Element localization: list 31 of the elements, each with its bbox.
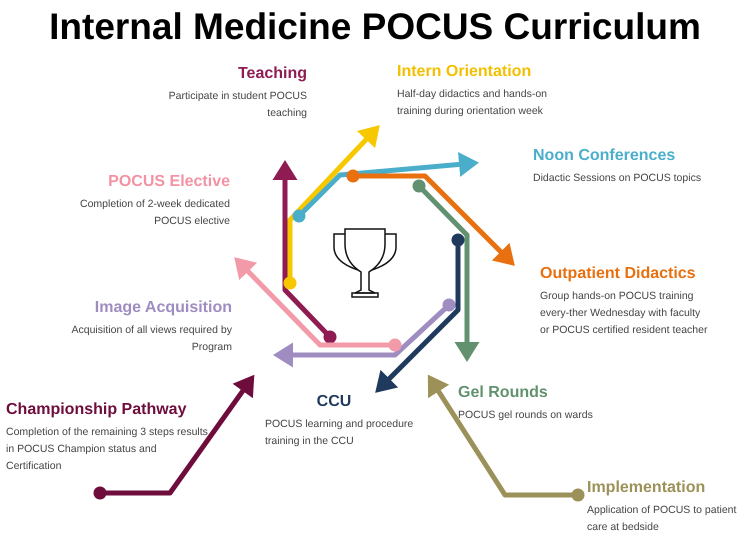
- stage-title: Image Acquisition: [94, 298, 232, 318]
- stage-title: CCU: [316, 392, 352, 412]
- stage-title: Noon Conferences: [533, 146, 676, 166]
- stage-title: Outpatient Didactics: [540, 264, 697, 284]
- stage-description: POCUS gel rounds on wards: [458, 408, 594, 423]
- stage-title: Intern Orientation: [397, 62, 532, 82]
- arrow: [346, 170, 515, 266]
- arrow: [273, 298, 456, 368]
- stage-description: Application of POCUS to patient care at bedside: [587, 503, 738, 535]
- arrow: [292, 152, 479, 222]
- stage-description: Half-day didactics and hands-on training during orientation week: [397, 87, 548, 119]
- stage-description: Participate in student POCUS teaching: [168, 89, 307, 121]
- stage-title: Gel Rounds: [458, 383, 549, 403]
- stage-description: Completion of 2-week dedicated POCUS elective: [78, 197, 230, 229]
- stage-description: Group hands-on POCUS training every-ther Wednesday with faculty or POCUS certified resident teacher: [540, 289, 708, 338]
- stage-description: Didactic Sessions on POCUS topics: [533, 171, 702, 186]
- stage-description: Completion of the remaining 3 steps results in POCUS Champion status and Certification: [6, 425, 209, 474]
- arrow: [94, 374, 254, 500]
- arrow: [272, 160, 336, 344]
- arrow: [412, 180, 480, 362]
- stage-title: Implementation: [587, 478, 706, 498]
- arrow: [284, 125, 380, 290]
- arrow: [234, 257, 402, 352]
- stage-title: Teaching: [236, 64, 307, 84]
- stage-title: POCUS Elective: [107, 172, 230, 192]
- stage-title: Championship Pathway: [6, 400, 188, 420]
- stage-description: POCUS learning and procedure training in the CCU: [265, 417, 414, 449]
- stage-description: Acquisition of all views required by Program: [70, 323, 232, 355]
- arrow: [375, 234, 464, 393]
- arrow: [428, 374, 584, 502]
- diagram-title: Internal Medicine POCUS Curriculum: [48, 5, 702, 49]
